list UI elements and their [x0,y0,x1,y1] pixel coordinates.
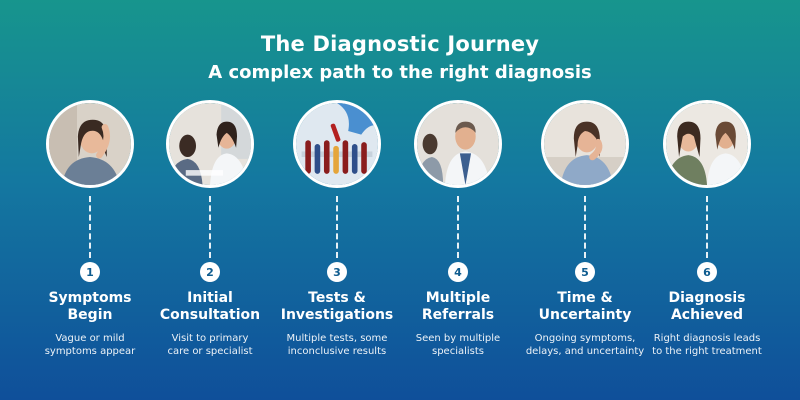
step-5: 5 Time &Uncertainty Ongoing symptoms,del… [520,100,650,400]
woman-with-headache-photo [46,100,134,188]
dashed-connector [584,196,586,258]
step-3: 3 Tests &Investigations Multiple tests, … [272,100,402,400]
dashed-connector [89,196,91,258]
doctor-and-patient-photo [663,100,751,188]
dashed-connector [209,196,211,258]
doctor-consultation-photo [166,100,254,188]
page-title: The Diagnostic Journey [260,32,540,56]
dashed-connector [336,196,338,258]
step-description: Ongoing symptoms,delays, and uncertainty [525,333,645,357]
dashed-connector [706,196,708,258]
step-number-badge: 1 [80,262,100,282]
page-subtitle: A complex path to the right diagnosis [208,62,592,83]
header: The Diagnostic Journey A complex path to… [0,30,800,86]
step-number-badge: 5 [575,262,595,282]
step-number-badge: 3 [327,262,347,282]
step-title: Tests &Investigations [280,290,394,323]
specialist-doctor-photo [414,100,502,188]
worried-woman-photo [541,100,629,188]
step-number-badge: 4 [448,262,468,282]
step-title: Time &Uncertainty [538,290,632,323]
lab-test-tubes-photo [293,100,381,188]
dashed-connector [457,196,459,258]
step-number-badge: 2 [200,262,220,282]
step-number-badge: 6 [697,262,717,282]
